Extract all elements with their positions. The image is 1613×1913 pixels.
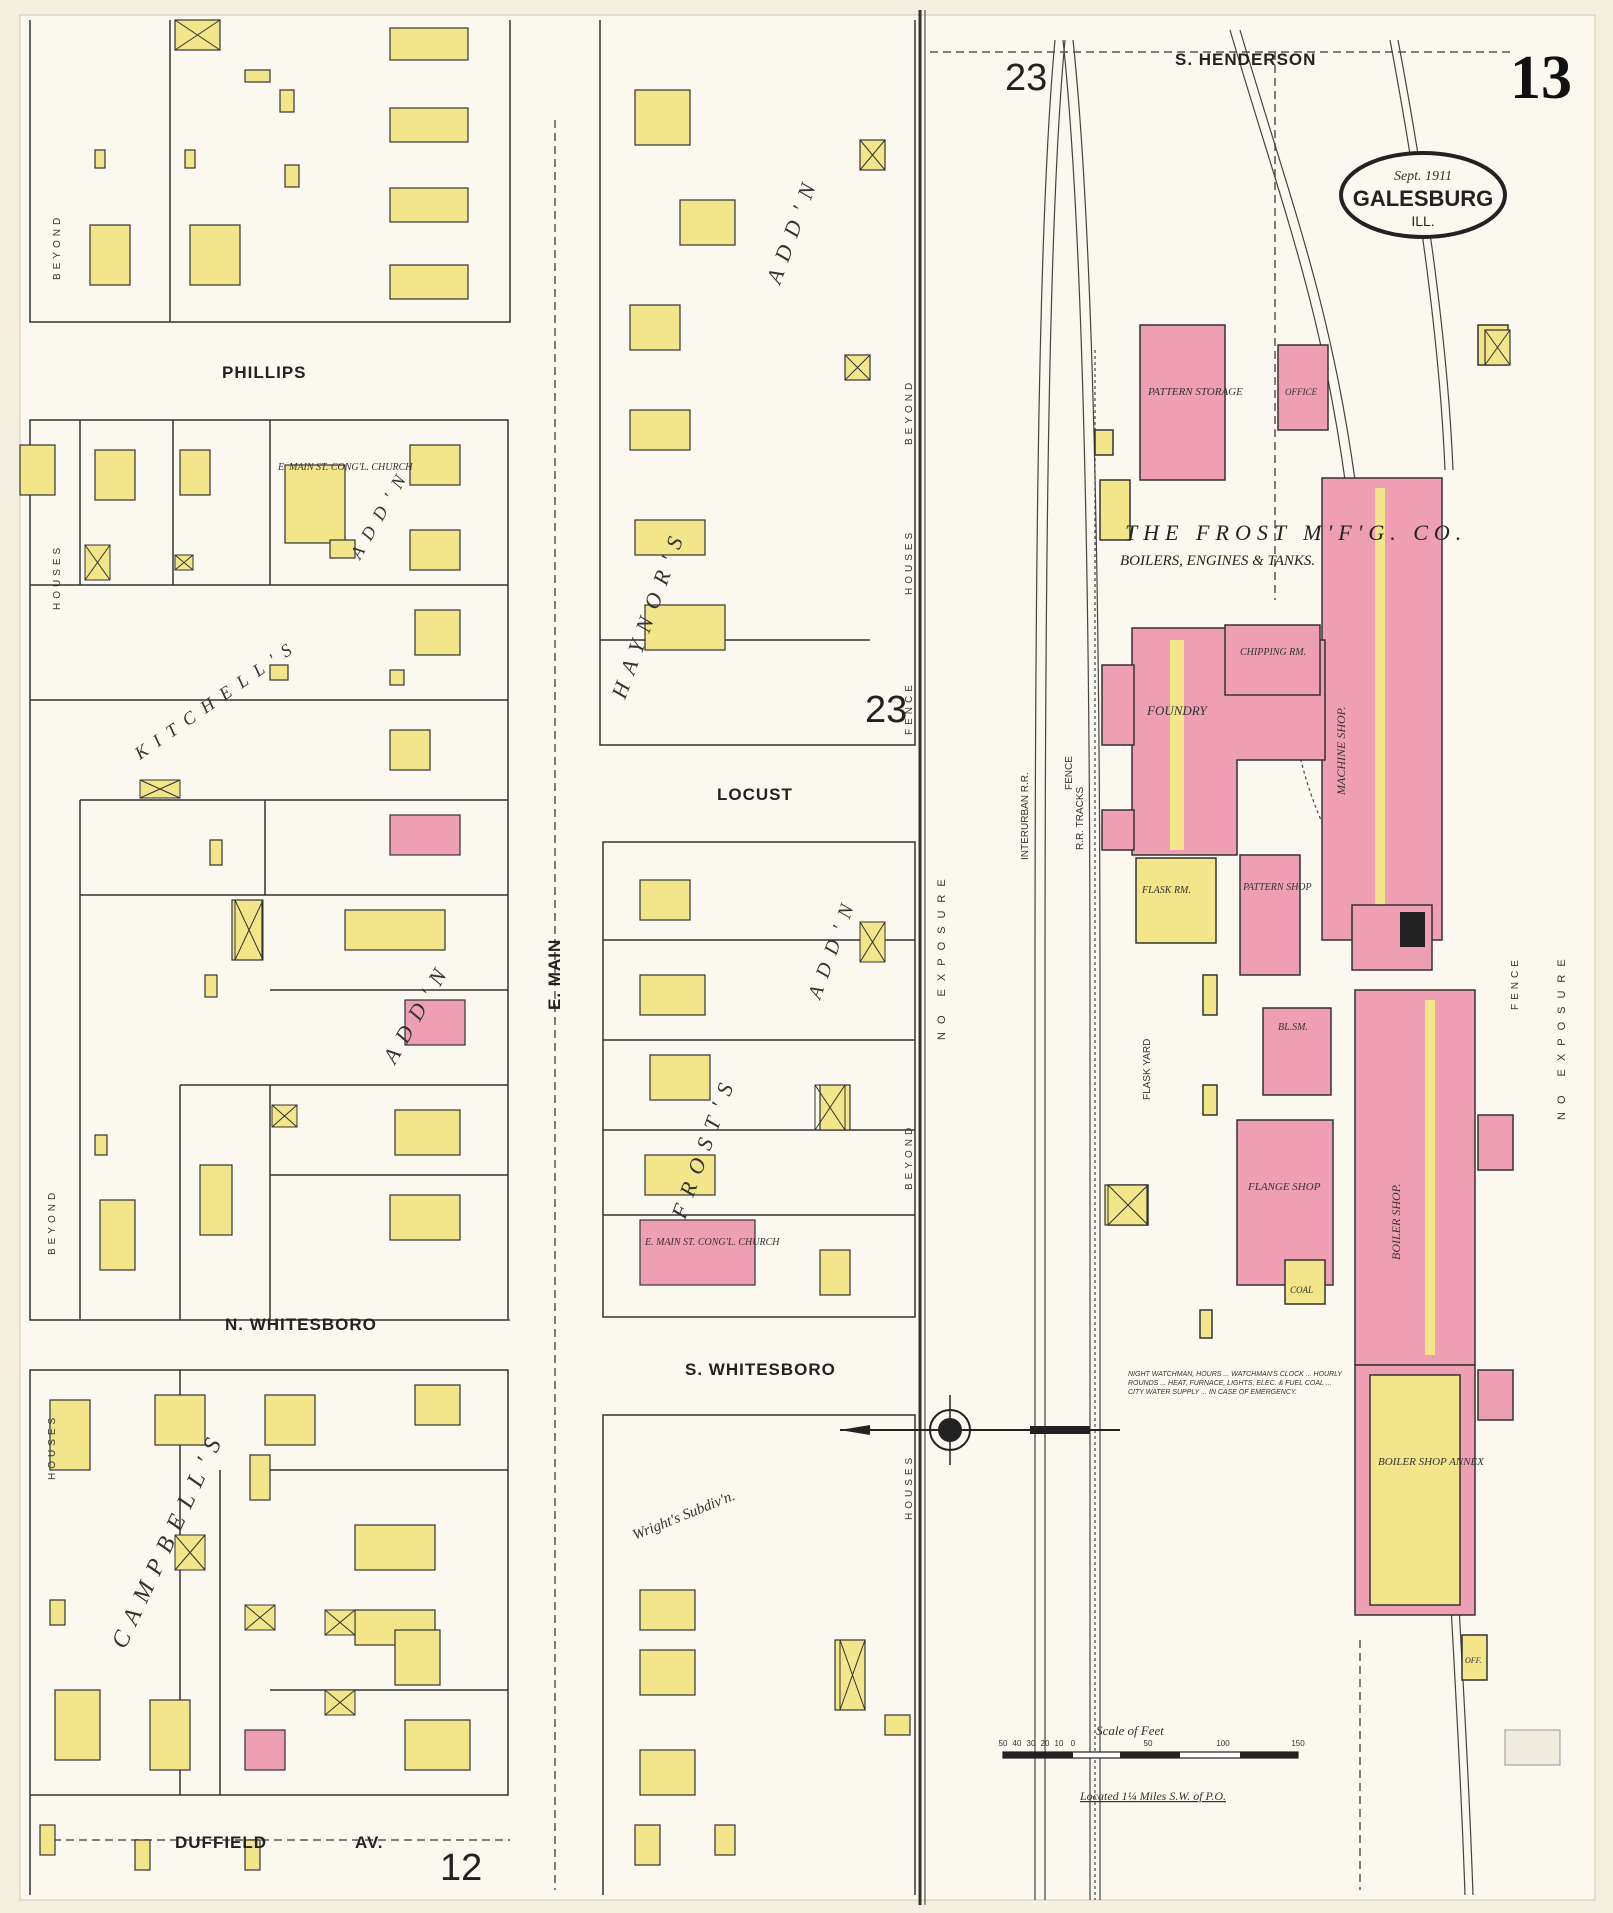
- label-flask-yard: FLASK YARD: [1142, 1039, 1153, 1100]
- svg-text:100: 100: [1216, 1739, 1230, 1748]
- svg-text:150: 150: [1291, 1739, 1305, 1748]
- scale-bar: Scale of Feet 50 40 30 20 10 0 50 100 15…: [999, 1723, 1306, 1803]
- label-church-north: E. MAIN ST. CONG'L. CHURCH: [277, 462, 413, 473]
- flask-room: [1135, 857, 1217, 944]
- label-houses-right: HOUSES: [904, 529, 915, 595]
- label-coal: COAL: [1290, 1285, 1313, 1295]
- label-houses-left: HOUSES: [52, 544, 63, 610]
- title-cartouche: Sept. 1911 GALESBURG ILL.: [1339, 151, 1507, 239]
- street-e-main: E. MAIN: [545, 939, 564, 1010]
- street-phillips: PHILLIPS: [222, 363, 307, 382]
- boiler-shop: [1354, 989, 1476, 1366]
- street-s-henderson: S. HENDERSON: [1175, 50, 1316, 69]
- label-beyond-left: BEYOND: [47, 1189, 58, 1255]
- block-number-middle: 23: [865, 689, 907, 731]
- label-chipping-room: CHIPPING RM.: [1240, 647, 1306, 658]
- label-houses-bottom: HOUSES: [47, 1414, 58, 1480]
- svg-text:50: 50: [999, 1739, 1008, 1748]
- label-fence-right: FENCE: [1510, 956, 1521, 1010]
- label-houses-mid: HOUSES: [904, 1454, 915, 1520]
- label-flange-shop: FLANGE SHOP: [1247, 1181, 1321, 1193]
- street-s-whitesboro: S. WHITESBORO: [685, 1360, 836, 1379]
- svg-text:10: 10: [1055, 1739, 1064, 1748]
- label-no-exposure-left: NO EXPOSURE: [936, 871, 948, 1040]
- library-stamp: [1504, 1729, 1561, 1766]
- street-av: AV.: [355, 1833, 384, 1852]
- cartouche-state: ILL.: [1411, 213, 1434, 229]
- pattern-storage: [1139, 324, 1226, 481]
- blacksmith-shop: [1262, 1007, 1332, 1096]
- compass-rose-icon: [840, 1395, 1120, 1465]
- label-pattern-shop: PATTERN SHOP: [1242, 882, 1312, 893]
- location-note: Located 1¼ Miles S.W. of P.O.: [1079, 1789, 1226, 1803]
- label-rail-fence: FENCE: [1064, 756, 1075, 790]
- label-pattern-storage: PATTERN STORAGE: [1147, 386, 1243, 398]
- railroad-tracks: [1034, 29, 1474, 1900]
- label-interurban-rr: INTERURBAN R.R.: [1020, 772, 1031, 860]
- chipping-room: [1224, 624, 1321, 696]
- street-locust: LOCUST: [717, 785, 793, 804]
- left-blocks: [29, 20, 511, 1895]
- label-boiler-shop: BOILER SHOP.: [1389, 1184, 1403, 1260]
- sheet-number: 13: [1510, 44, 1572, 112]
- middle-blocks: [599, 20, 916, 1895]
- label-foundry: FOUNDRY: [1146, 703, 1208, 718]
- street-n-whitesboro: N. WHITESBORO: [225, 1315, 377, 1334]
- label-no-exposure-right: NO EXPOSURE: [1556, 951, 1568, 1120]
- watchman-note: NIGHT WATCHMAN, HOURS ... WATCHMAN'S CLO…: [1128, 1371, 1342, 1396]
- label-rr-tracks: R.R. TRACKS: [1075, 787, 1086, 850]
- office-building: [1277, 344, 1329, 431]
- frost-complex: [1094, 324, 1514, 1681]
- sheds: [84, 19, 1511, 1716]
- company-products: BOILERS, ENGINES & TANKS.: [1120, 553, 1315, 569]
- street-duffield: DUFFIELD: [175, 1833, 267, 1852]
- label-boiler-shop-annex: BOILER SHOP ANNEX: [1378, 1456, 1485, 1468]
- label-beyond-top: BEYOND: [52, 214, 63, 280]
- label-machine-shop: MACHINE SHOP.: [1334, 707, 1348, 796]
- label-office: OFFICE: [1285, 387, 1317, 397]
- block-number-top: 23: [1005, 57, 1047, 99]
- svg-text:20: 20: [1041, 1739, 1050, 1748]
- svg-text:40: 40: [1013, 1739, 1022, 1748]
- cartouche-city: GALESBURG: [1353, 186, 1494, 211]
- water-pipes: [40, 51, 1510, 1890]
- map-border: [19, 14, 1596, 1901]
- svg-text:30: 30: [1027, 1739, 1036, 1748]
- block-number-bottom: 12: [440, 1847, 482, 1889]
- label-blacksmith-shop: BL.SM.: [1278, 1022, 1308, 1033]
- label-office-small: OFF.: [1465, 1656, 1482, 1665]
- label-beyond-right: BEYOND: [904, 379, 915, 445]
- label-beyond-mid: BEYOND: [904, 1124, 915, 1190]
- svg-text:0: 0: [1071, 1739, 1076, 1748]
- label-flask-room: FLASK RM.: [1141, 885, 1191, 896]
- svg-text:50: 50: [1144, 1739, 1153, 1748]
- scale-title: Scale of Feet: [1096, 1723, 1164, 1738]
- flange-shop: [1236, 1119, 1334, 1286]
- pattern-shop: [1239, 854, 1301, 976]
- label-church-south: E. MAIN ST. CONG'L. CHURCH: [644, 1237, 780, 1248]
- company-name: THE FROST M'F'G. CO.: [1125, 520, 1467, 545]
- label-fence-mid: FENCE: [904, 681, 915, 735]
- cartouche-date: Sept. 1911: [1394, 169, 1452, 184]
